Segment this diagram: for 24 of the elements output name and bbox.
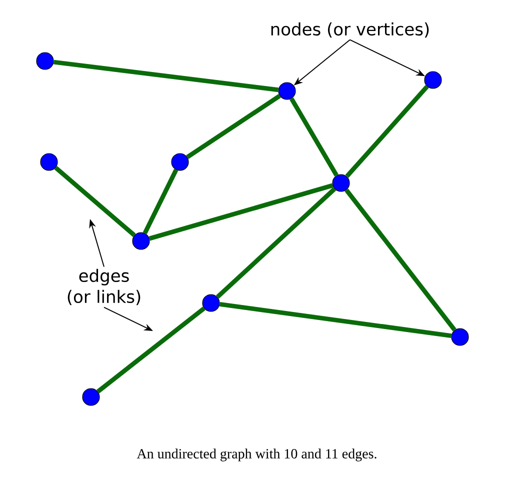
caption: An undirected graph with 10 and 11 edges. bbox=[136, 448, 376, 462]
graph-edge bbox=[219, 302, 452, 338]
graph-node bbox=[332, 174, 350, 192]
label-text: edges (or links) bbox=[68, 268, 140, 306]
label-text: nodes (or vertices) bbox=[271, 22, 429, 38]
graph-edge bbox=[96, 306, 206, 394]
graph-edge bbox=[142, 168, 178, 234]
graph-node bbox=[82, 388, 100, 406]
graph-node bbox=[424, 71, 442, 89]
graph-node bbox=[171, 153, 189, 171]
graph-node bbox=[451, 328, 469, 346]
graph-node bbox=[202, 294, 220, 312]
graph-edge bbox=[53, 60, 279, 92]
graph-node bbox=[36, 52, 54, 70]
graph-node bbox=[278, 82, 296, 100]
graph-edge bbox=[216, 187, 336, 299]
graph-edge bbox=[186, 94, 281, 159]
graph-node bbox=[132, 232, 150, 250]
graph-edge bbox=[54, 166, 136, 237]
graph-edge bbox=[345, 85, 429, 178]
graph-edge bbox=[148, 183, 334, 241]
graph-edge bbox=[290, 97, 338, 177]
graph-node bbox=[40, 153, 58, 171]
graph-edge bbox=[344, 188, 456, 332]
